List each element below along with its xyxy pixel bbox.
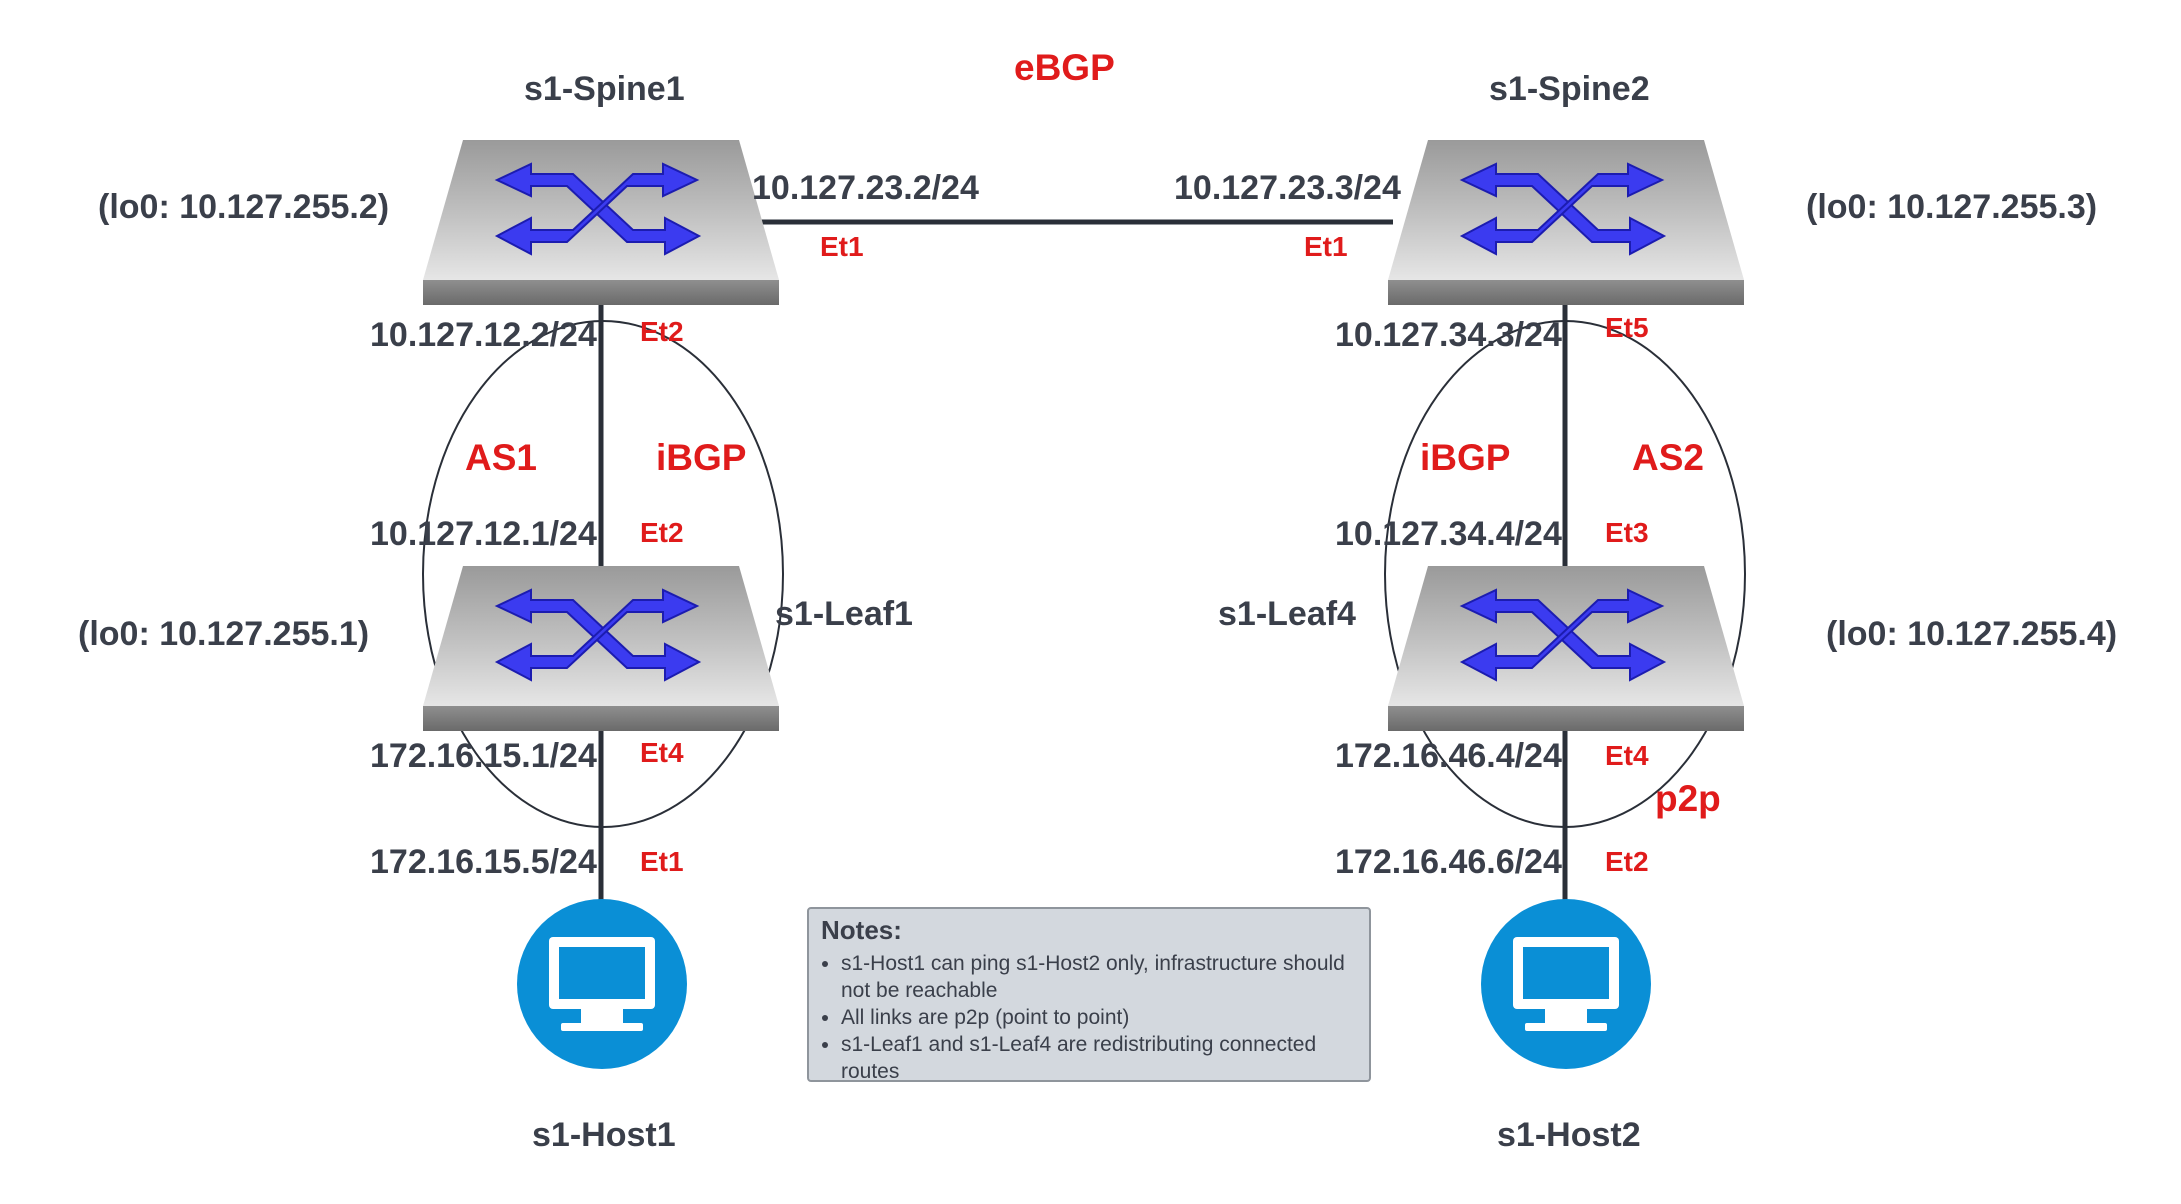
leaf4-loopback: (lo0: 10.127.255.4) [1826,615,2118,653]
notes-item: All links are p2p (point to point) [841,1004,1357,1031]
p2p-label: p2p [1655,778,1721,819]
host2-et2-ip: 172.16.46.6/24 [1335,843,1562,881]
ebgp-label: eBGP [1014,47,1115,88]
spine2-switch-icon [1387,139,1745,306]
leaf1-loopback: (lo0: 10.127.255.1) [78,615,370,653]
spine2-et1-port: Et1 [1304,231,1348,262]
as1-label: AS1 [465,437,537,478]
ibgp-right-label: iBGP [1420,437,1511,478]
leaf4-et4-ip: 172.16.46.4/24 [1335,737,1562,775]
notes-item: s1-Host1 can ping s1-Host2 only, infrast… [841,950,1357,1004]
leaf1-et2-ip: 10.127.12.1/24 [370,515,597,553]
leaf4-et3-ip: 10.127.34.4/24 [1335,515,1562,553]
as2-label: AS2 [1632,437,1704,478]
leaf1-et2-port: Et2 [640,517,684,548]
notes-box: Notes: s1-Host1 can ping s1-Host2 only, … [807,907,1371,1085]
spine1-name: s1-Spine1 [524,70,685,108]
leaf1-et4-ip: 172.16.15.1/24 [370,737,597,775]
spine1-et2-port: Et2 [640,316,684,347]
ibgp-left-label: iBGP [656,437,747,478]
leaf1-et4-port: Et4 [640,737,684,768]
host1-et1-port: Et1 [640,846,684,877]
spine1-et2-ip: 10.127.12.2/24 [370,316,597,354]
leaf4-name: s1-Leaf4 [1218,595,1356,633]
host2-computer-icon [1481,899,1651,1069]
host2-et2-port: Et2 [1605,846,1649,877]
notes-title: Notes: [821,915,902,945]
leaf4-et4-port: Et4 [1605,740,1649,771]
spine1-switch-icon [422,139,780,306]
spine2-et5-port: Et5 [1605,312,1649,343]
spine1-et1-port: Et1 [820,231,864,262]
host1-name: s1-Host1 [532,1116,676,1154]
notes-item: s1-Leaf1 and s1-Leaf4 are redistributing… [841,1031,1357,1085]
leaf1-switch-icon [422,565,780,732]
spine2-loopback: (lo0: 10.127.255.3) [1806,188,2098,226]
leaf4-switch-icon [1387,565,1745,732]
spine2-et1-ip: 10.127.23.3/24 [1174,169,1401,207]
spine2-name: s1-Spine2 [1489,70,1650,108]
leaf1-name: s1-Leaf1 [775,595,913,633]
leaf4-et3-port: Et3 [1605,517,1649,548]
notes-list: s1-Host1 can ping s1-Host2 only, infrast… [821,950,1357,1085]
spine2-et5-ip: 10.127.34.3/24 [1335,316,1562,354]
host1-computer-icon [517,899,687,1069]
host2-name: s1-Host2 [1497,1116,1641,1154]
spine1-loopback: (lo0: 10.127.255.2) [98,188,390,226]
spine1-et1-ip: 10.127.23.2/24 [752,169,979,207]
host1-et1-ip: 172.16.15.5/24 [370,843,597,881]
